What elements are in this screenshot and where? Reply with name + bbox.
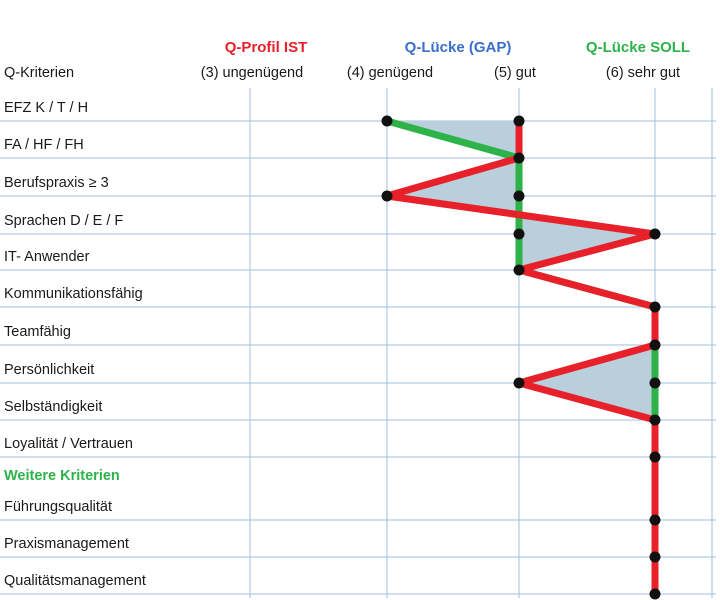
header-soll: Q-Lücke SOLL bbox=[586, 39, 690, 56]
x-tick-label: (6) sehr gut bbox=[606, 65, 680, 81]
criterion-label: Kommunikationsfähig bbox=[4, 286, 143, 302]
grid bbox=[0, 88, 716, 598]
gap-area bbox=[519, 345, 655, 420]
data-point bbox=[513, 115, 525, 127]
data-point bbox=[513, 377, 525, 389]
x-tick-label: (5) gut bbox=[494, 65, 536, 81]
x-tick-label: (4) genügend bbox=[347, 65, 433, 81]
criterion-label: Führungsqualität bbox=[4, 499, 112, 515]
data-point bbox=[649, 228, 661, 240]
criterion-label: FA / HF / FH bbox=[4, 137, 84, 153]
markers bbox=[381, 115, 661, 600]
header-ist: Q-Profil IST bbox=[225, 39, 308, 56]
data-point bbox=[513, 264, 525, 276]
criterion-label: Selbständigkeit bbox=[4, 399, 102, 415]
data-point bbox=[649, 414, 661, 426]
criterion-label: Loyalität / Vertrauen bbox=[4, 436, 133, 452]
criterion-label: Persönlichkeit bbox=[4, 362, 94, 378]
criterion-label: EFZ K / T / H bbox=[4, 100, 88, 116]
header-gap: Q-Lücke (GAP) bbox=[405, 39, 512, 56]
data-point bbox=[381, 190, 393, 202]
criterion-label: Sprachen D / E / F bbox=[4, 213, 123, 229]
data-point bbox=[649, 588, 661, 600]
labels: Q-Profil IST Q-Lücke (GAP) Q-Lücke SOLL … bbox=[4, 39, 690, 589]
data-point bbox=[513, 190, 525, 202]
criterion-label: Berufspraxis ≥ 3 bbox=[4, 175, 109, 191]
criterion-label: Teamfähig bbox=[4, 324, 71, 340]
row-header: Q-Kriterien bbox=[4, 65, 74, 81]
data-point bbox=[513, 152, 525, 164]
x-tick-label: (3) ungenügend bbox=[201, 65, 303, 81]
data-point bbox=[649, 514, 661, 526]
data-point bbox=[649, 377, 661, 389]
data-point bbox=[649, 551, 661, 563]
data-point bbox=[381, 115, 393, 127]
data-point bbox=[513, 228, 525, 240]
data-point bbox=[649, 339, 661, 351]
criterion-label: Praxismanagement bbox=[4, 536, 129, 552]
criterion-label: Qualitätsmanagement bbox=[4, 573, 146, 589]
data-point bbox=[649, 451, 661, 463]
data-point bbox=[649, 301, 661, 313]
criterion-label: IT- Anwender bbox=[4, 249, 90, 265]
section-header: Weitere Kriterien bbox=[4, 468, 120, 484]
gap-area bbox=[387, 158, 655, 270]
